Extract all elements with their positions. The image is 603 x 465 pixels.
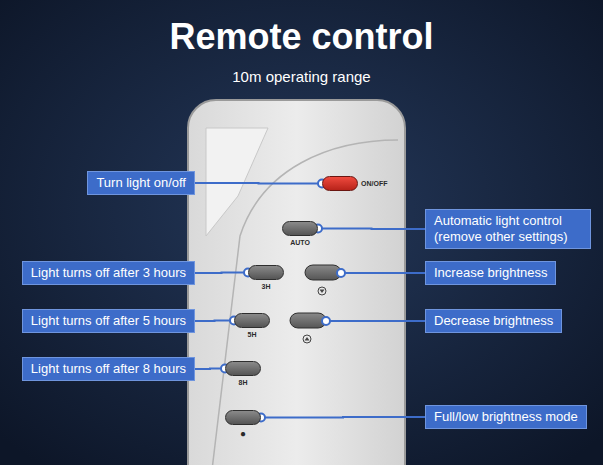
callout-text: Automatic light control (remove other se… bbox=[434, 213, 582, 245]
remote-button: 8H bbox=[225, 361, 261, 376]
subtitle: 10m operating range bbox=[0, 68, 603, 85]
button-shape bbox=[225, 410, 261, 425]
page-title: Remote control bbox=[0, 16, 603, 58]
remote-button: 3H bbox=[248, 265, 284, 280]
button-shape bbox=[282, 221, 318, 236]
button-shape bbox=[248, 265, 284, 280]
callout-text: Light turns off after 5 hours bbox=[31, 313, 186, 329]
brightness-up-button bbox=[305, 265, 341, 295]
callout-box: Decrease brightness bbox=[425, 309, 562, 333]
callout-text: Decrease brightness bbox=[434, 313, 553, 329]
callout-box: Automatic light control (remove other se… bbox=[425, 209, 591, 249]
callout-text: Light turns off after 3 hours bbox=[31, 265, 186, 281]
button-label: ON/OFF bbox=[361, 180, 387, 187]
button-shape bbox=[234, 313, 270, 328]
button-label: 3H bbox=[262, 283, 271, 290]
remote-button: ON/OFF bbox=[322, 176, 358, 191]
leader-line bbox=[257, 414, 425, 422]
callout-box: Light turns off after 3 hours bbox=[22, 261, 195, 285]
remote-button: 5H bbox=[234, 313, 270, 328]
button-label: 5H bbox=[248, 331, 257, 338]
button-label: 8H bbox=[239, 379, 248, 386]
callout-text: Full/low brightness mode bbox=[434, 409, 578, 425]
remote-button: ● bbox=[225, 410, 261, 425]
button-label: ● bbox=[240, 428, 246, 439]
callout-text: Increase brightness bbox=[434, 265, 547, 281]
leader-path bbox=[318, 228, 425, 231]
leader-path bbox=[195, 320, 234, 323]
callout-box: Increase brightness bbox=[425, 261, 556, 285]
leader-path bbox=[261, 416, 425, 419]
leader-line bbox=[322, 269, 425, 325]
callout-box: Turn light on/off bbox=[87, 171, 195, 195]
button-shape bbox=[225, 361, 261, 376]
leader-path bbox=[195, 272, 248, 275]
callout-text: Turn light on/off bbox=[96, 175, 186, 191]
callout-box: Light turns off after 5 hours bbox=[22, 309, 195, 333]
callout-box: Full/low brightness mode bbox=[425, 405, 587, 429]
callout-box: Light turns off after 8 hours bbox=[22, 357, 195, 381]
leader-line bbox=[195, 365, 229, 373]
button-shape bbox=[322, 176, 358, 191]
leader-line bbox=[195, 180, 326, 188]
button-label: AUTO bbox=[290, 239, 310, 246]
leader-line bbox=[195, 317, 238, 325]
leader-line bbox=[195, 269, 252, 277]
brightness-down-button bbox=[290, 313, 326, 343]
remote-button: AUTO bbox=[282, 221, 318, 236]
leader-path bbox=[195, 182, 322, 185]
callout-text: Light turns off after 8 hours bbox=[31, 361, 186, 377]
leader-line bbox=[314, 225, 425, 233]
remote-body bbox=[188, 100, 405, 465]
